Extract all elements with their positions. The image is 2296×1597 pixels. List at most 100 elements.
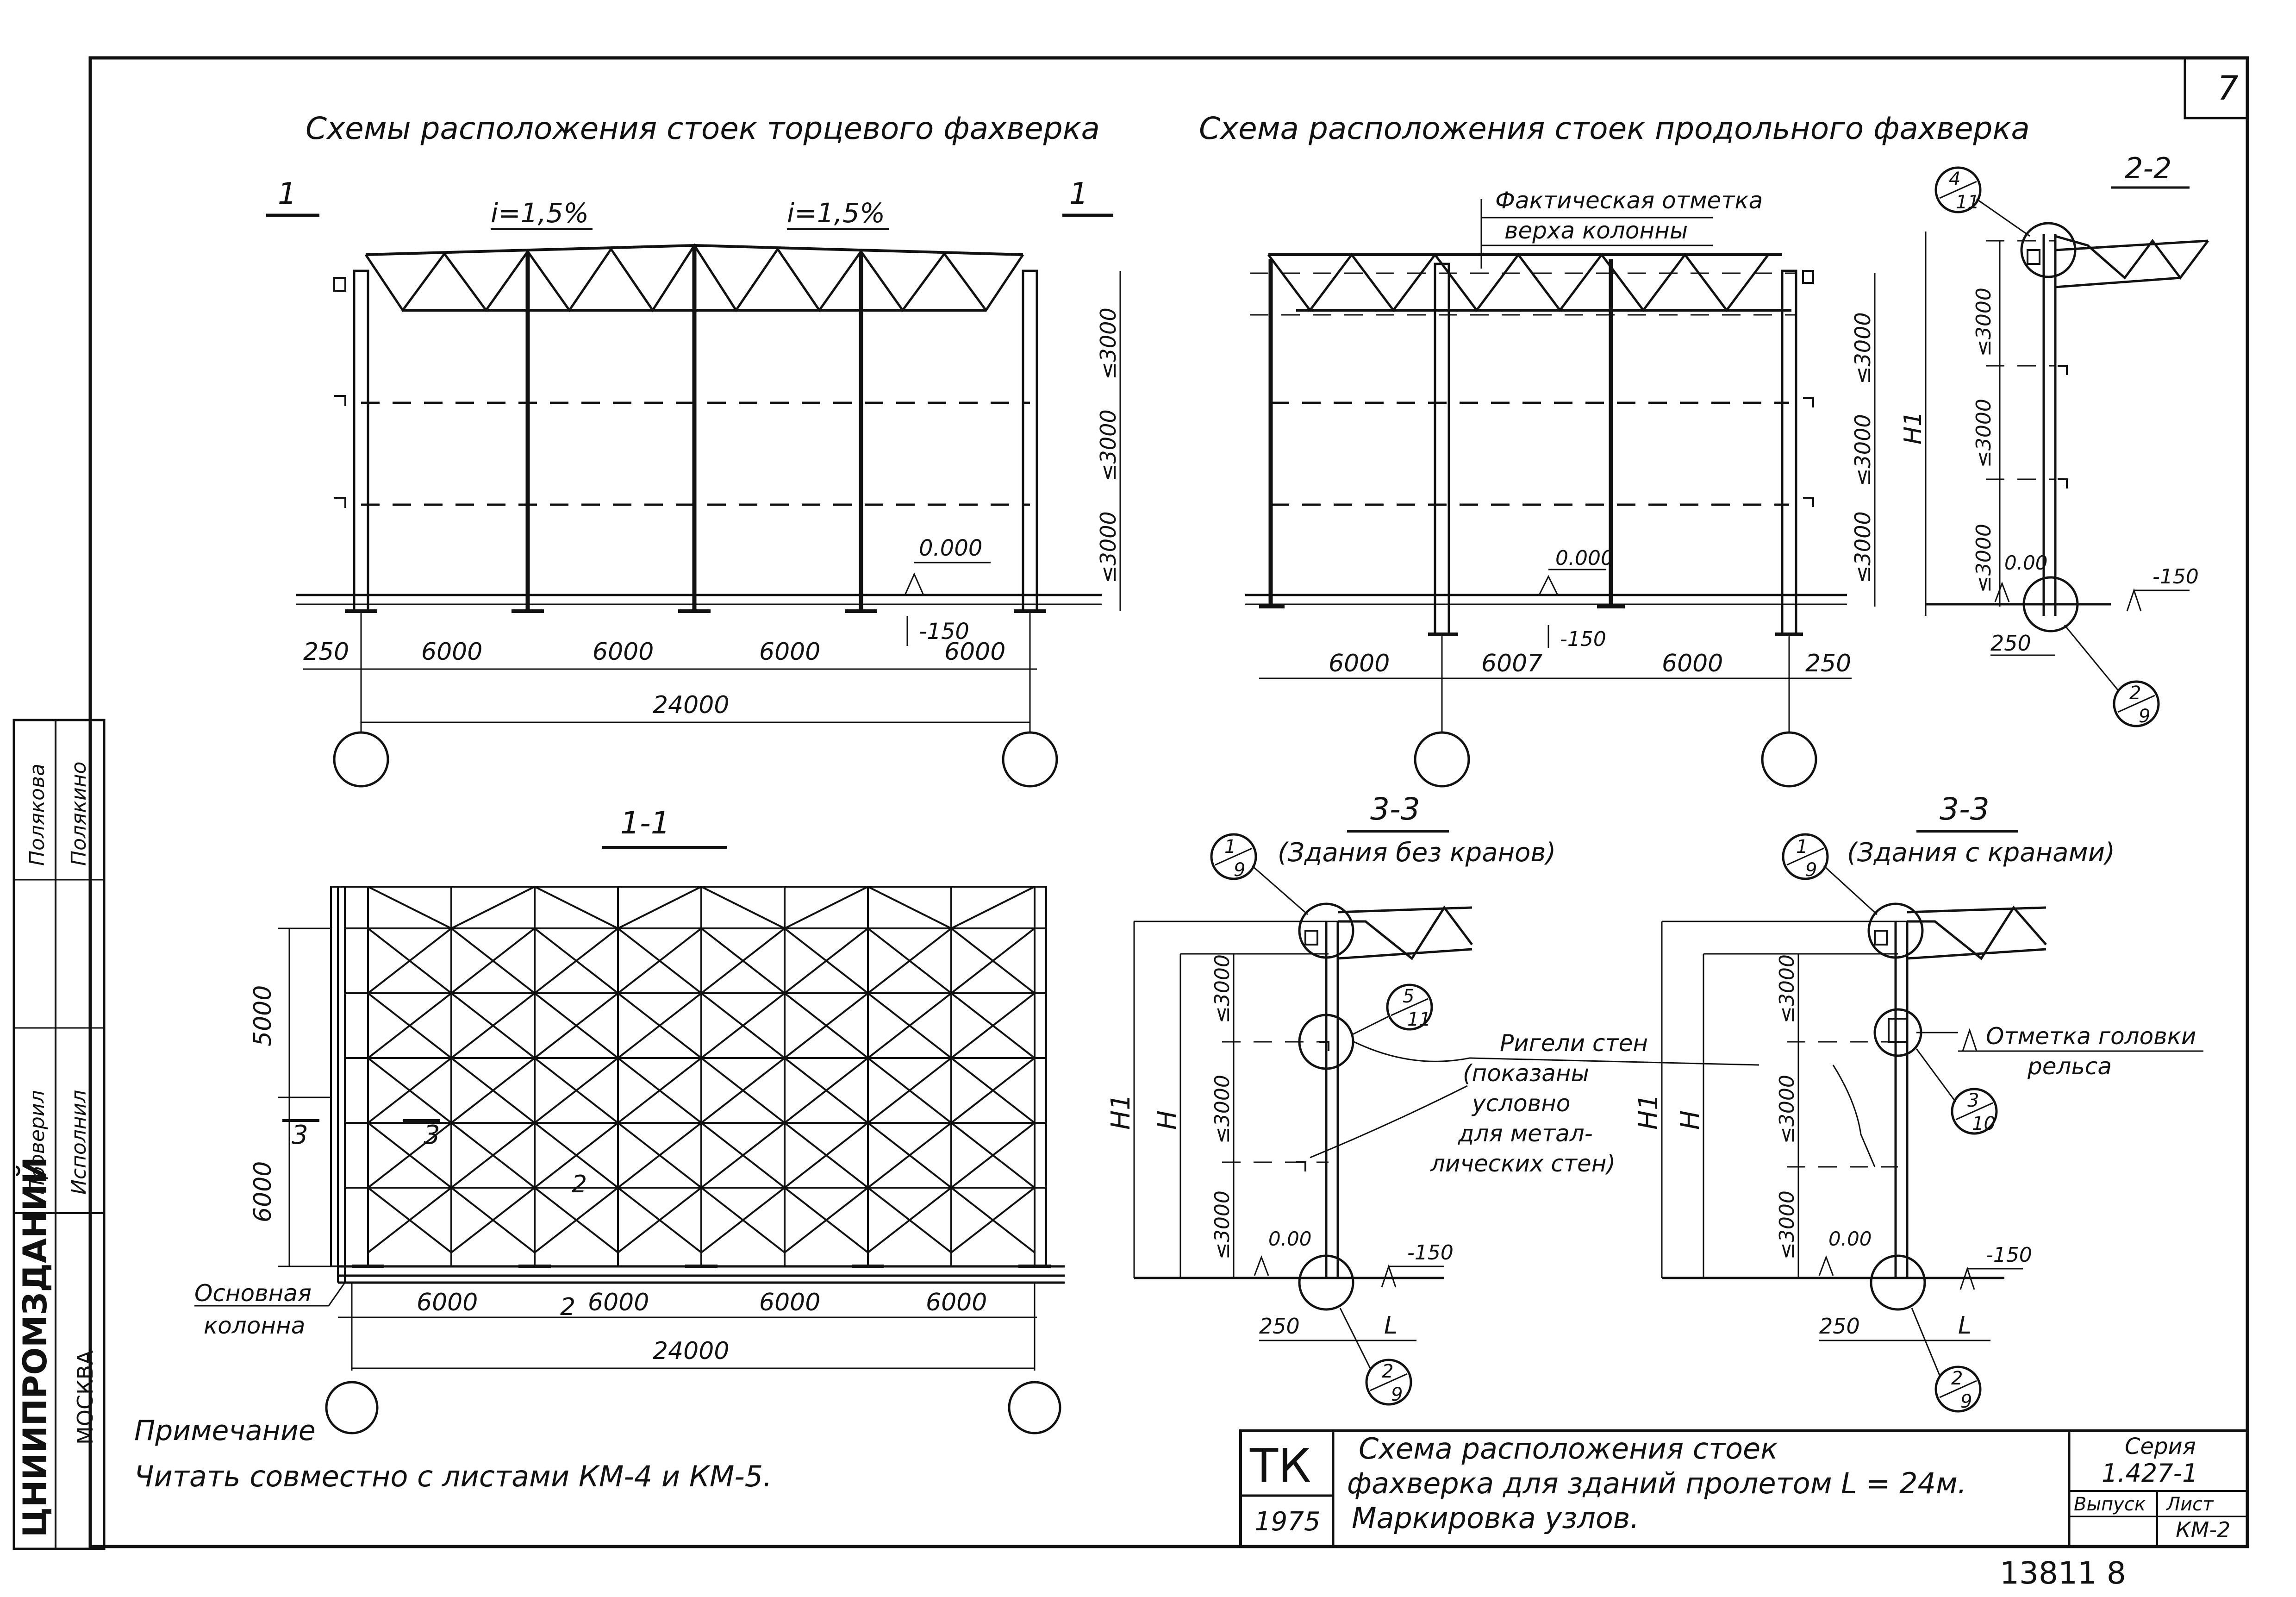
bottom-numbers: 13811 8 bbox=[2000, 1555, 2126, 1591]
s33b-le3000-3: ≤3000 bbox=[1775, 1190, 1799, 1259]
long-axis-bubble-right bbox=[1761, 731, 1817, 788]
svg-text:1: 1 bbox=[1796, 836, 1808, 858]
svg-text:1: 1 bbox=[1224, 836, 1236, 858]
end-dim-6000-3: 6000 bbox=[759, 638, 820, 666]
s33a-elev-150: -150 bbox=[1407, 1241, 1454, 1265]
long-dim-6007: 6007 bbox=[1481, 650, 1542, 677]
girts-5: лических стен) bbox=[1430, 1150, 1616, 1177]
svg-text:9: 9 bbox=[1234, 859, 1245, 881]
girts-3: условно bbox=[1471, 1090, 1570, 1117]
end-dim-6000-2: 6000 bbox=[593, 638, 654, 666]
note-text: Читать совместно с листами КМ-4 и КМ-5. bbox=[134, 1459, 772, 1493]
svg-text:2: 2 bbox=[1951, 1368, 1963, 1389]
cut-mark-left: 1 bbox=[278, 177, 297, 211]
callout-5-11 bbox=[1386, 983, 1433, 1031]
long-dim-le3000-2: ≤3000 bbox=[1850, 414, 1875, 486]
s11-cut-3-right: 3 bbox=[424, 1120, 440, 1150]
long-frame-title: Схема расположения стоек продольного фах… bbox=[1199, 111, 2030, 146]
tb-line2: фахверка для зданий пролетом L = 24м. bbox=[1347, 1466, 1966, 1500]
section-2-2-top-node bbox=[2020, 222, 2077, 278]
section-3-3-cranes-view: 3-3 (Здания с кранами) H1 H ≤3000 ≤3000 … bbox=[1634, 791, 2203, 1413]
long-dim-le3000-3: ≤3000 bbox=[1850, 312, 1875, 384]
s33a-base-node bbox=[1298, 1254, 1354, 1311]
svg-text:11: 11 bbox=[1956, 192, 1979, 213]
svg-text:10: 10 bbox=[1972, 1113, 1996, 1134]
s33b-dim-L: L bbox=[1958, 1312, 1972, 1340]
stamp-name-1: Полякова bbox=[25, 764, 49, 866]
section-2-2-h1: H1 bbox=[1899, 411, 1927, 445]
end-elev-150: -150 bbox=[919, 619, 969, 645]
s33b-le3000-2: ≤3000 bbox=[1775, 1075, 1799, 1144]
long-elev-zero: 0.000 bbox=[1555, 546, 1614, 570]
end-dim-6000-4: 6000 bbox=[944, 638, 1005, 666]
callout-2-9 bbox=[2113, 680, 2160, 727]
tb-line1: Схема расположения стоек bbox=[1359, 1432, 1778, 1465]
s33a-h1: H1 bbox=[1106, 1094, 1136, 1130]
stamp-city: МОСКВА bbox=[73, 1350, 98, 1445]
end-dim-24000: 24000 bbox=[653, 691, 729, 719]
s11-dim-6000-v: 6000 bbox=[249, 1161, 277, 1222]
long-axis-bubble-left bbox=[1414, 731, 1470, 788]
s11-dim-5000: 5000 bbox=[249, 985, 277, 1046]
tb-year: 1975 bbox=[1254, 1507, 1321, 1537]
long-elev-150: -150 bbox=[1560, 627, 1606, 651]
s33b-elev-150: -150 bbox=[1986, 1243, 2032, 1267]
main-column-2: колонна bbox=[204, 1312, 305, 1339]
s33a-dim-L: L bbox=[1384, 1312, 1398, 1340]
page-number: 7 bbox=[2217, 69, 2239, 107]
callout-4-11 bbox=[1934, 166, 1982, 213]
s22-le3000-1: ≤3000 bbox=[1972, 288, 1996, 357]
section-1-1-title: 1-1 bbox=[620, 805, 670, 841]
s33a-subtitle: (Здания без кранов) bbox=[1278, 838, 1556, 868]
tb-sheet-value: КМ-2 bbox=[2176, 1517, 2230, 1542]
title-block: ТК 1975 Схема расположения стоек фахверк… bbox=[1239, 1429, 2249, 1548]
end-elev-zero: 0.000 bbox=[919, 535, 982, 561]
end-dim-le3000-3: ≤3000 bbox=[1096, 307, 1121, 380]
s33b-elev-zero: 0.00 bbox=[1828, 1227, 1872, 1250]
end-axis-bubble-right bbox=[1002, 731, 1058, 788]
page-number-box bbox=[2184, 58, 2247, 119]
end-frame-title: Схемы расположения стоек торцевого фахве… bbox=[306, 111, 1100, 146]
s22-le3000-3: ≤3000 bbox=[1972, 524, 1996, 593]
s33b-mid-node bbox=[1873, 1008, 1922, 1057]
tb-issue-label: Выпуск bbox=[2074, 1494, 2146, 1515]
svg-text:4: 4 bbox=[1949, 169, 1960, 190]
long-dim-le3000-1: ≤3000 bbox=[1850, 511, 1875, 583]
svg-text:9: 9 bbox=[2139, 706, 2150, 727]
s33a-le3000-2: ≤3000 bbox=[1210, 1075, 1234, 1144]
s33a-le3000-3: ≤3000 bbox=[1210, 1190, 1234, 1259]
s33b-top-node bbox=[1867, 902, 1924, 959]
s33b-title: 3-3 bbox=[1940, 791, 1990, 827]
s33a-top-node bbox=[1298, 902, 1354, 959]
svg-text:11: 11 bbox=[1407, 1009, 1431, 1030]
tb-code: ТК bbox=[1249, 1439, 1311, 1493]
girts-note: Ригели стен (показаны условно для метал-… bbox=[1310, 1030, 1759, 1177]
stamp-role-1: Проверил bbox=[25, 1090, 49, 1195]
svg-text:3: 3 bbox=[1967, 1090, 1979, 1111]
s11-axis-bubble-left bbox=[325, 1381, 379, 1434]
tb-line3: Маркировка узлов. bbox=[1352, 1501, 1639, 1535]
section-2-2-base-node bbox=[2022, 576, 2079, 633]
s11-cut-2-bottom: 2 bbox=[560, 1293, 575, 1321]
end-dim-le3000-2: ≤3000 bbox=[1096, 409, 1121, 482]
end-frame-view: Схемы расположения стоек торцевого фахве… bbox=[266, 111, 1121, 788]
girts-4: для метал- bbox=[1458, 1120, 1593, 1147]
slope-left: i=1,5% bbox=[491, 197, 589, 229]
s33b-subtitle: (Здания с кранами) bbox=[1847, 838, 2115, 868]
girts-1: Ригели стен bbox=[1500, 1030, 1648, 1057]
s33b-dim-250: 250 bbox=[1819, 1314, 1860, 1339]
section-2-2-title: 2-2 bbox=[2125, 151, 2171, 185]
callout-2-9-b bbox=[1934, 1365, 1982, 1413]
s11-cut-3-left: 3 bbox=[292, 1120, 308, 1150]
s33b-le3000-1: ≤3000 bbox=[1775, 954, 1799, 1023]
svg-text:9: 9 bbox=[1391, 1384, 1403, 1405]
actual-top-2: верха колонны bbox=[1504, 217, 1688, 244]
longitudinal-frame-view: Схема расположения стоек продольного фах… bbox=[1199, 111, 2030, 788]
section-3-3-no-cranes-view: 3-3 (Здания без кранов) H1 H ≤3000 ≤3000… bbox=[1106, 791, 1556, 1406]
s22-elev-150: -150 bbox=[2152, 565, 2199, 589]
side-stamp: ЦНИИПРОМЗДАНИЙ МОСКВА Проверил Исполнил … bbox=[12, 719, 106, 1550]
long-dim-6000-1: 6000 bbox=[1329, 650, 1390, 677]
svg-text:5: 5 bbox=[1403, 986, 1414, 1007]
end-dim-250: 250 bbox=[303, 638, 349, 666]
